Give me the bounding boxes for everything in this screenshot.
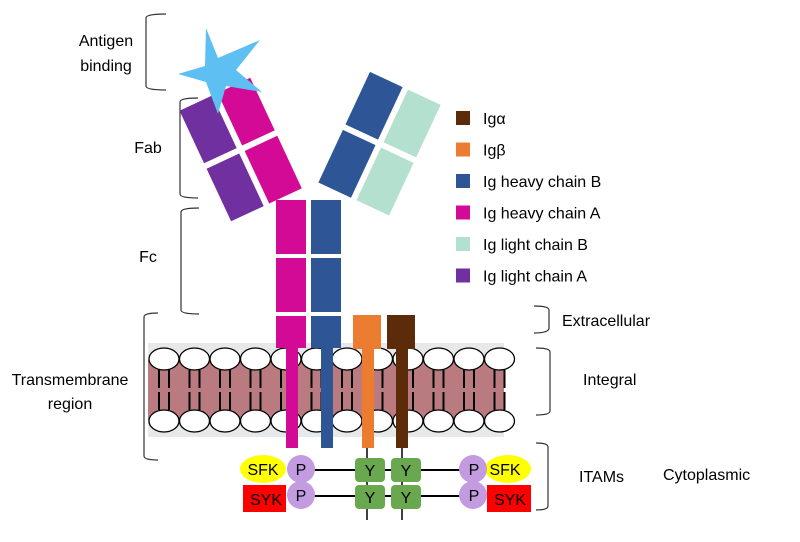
lipid-head-bottom bbox=[239, 409, 272, 433]
legend-swatch bbox=[456, 111, 470, 125]
label-antigen-line1: Antigen bbox=[79, 33, 133, 50]
itam-y-label: Y bbox=[401, 463, 412, 480]
phospho-label: P bbox=[296, 488, 307, 505]
itam-y-label: Y bbox=[365, 490, 376, 507]
lipid-head-top bbox=[453, 347, 485, 371]
lipid-head-bottom bbox=[422, 409, 455, 433]
bracket-fc bbox=[180, 207, 200, 315]
light-chain-a-constant bbox=[206, 153, 264, 222]
heavy-chain-b-variable bbox=[345, 71, 403, 140]
ig-beta-extracellular bbox=[353, 315, 381, 349]
phospho-right-top bbox=[459, 455, 487, 483]
legend-label: Ig heavy chain A bbox=[483, 206, 601, 223]
label-fc: Fc bbox=[139, 249, 157, 266]
sfk-right bbox=[485, 455, 531, 483]
phospho-label: P bbox=[469, 462, 480, 479]
bracket-extracellular bbox=[533, 305, 550, 334]
lipid-head-bottom bbox=[331, 409, 363, 433]
sfk-right-label: SFK bbox=[489, 462, 520, 479]
fab-arm-b bbox=[318, 71, 441, 216]
bracket-transmembrane bbox=[143, 312, 159, 461]
label-transmembrane-line2: region bbox=[48, 396, 92, 413]
lipid-head-top bbox=[331, 347, 363, 371]
label-integral: Integral bbox=[583, 372, 636, 389]
lipid-head-bottom bbox=[209, 409, 241, 433]
heavy-chain-a-variable bbox=[217, 77, 275, 146]
itam-y-label: Y bbox=[365, 463, 376, 480]
itam-y-alpha-top bbox=[391, 458, 421, 482]
phospho-left-top bbox=[287, 455, 315, 483]
heavy-chain-a-transmembrane bbox=[286, 346, 298, 448]
lipid-head-top bbox=[148, 347, 180, 371]
lipid-head-bottom bbox=[148, 409, 180, 433]
label-fab: Fab bbox=[134, 140, 162, 157]
lipid-head-top bbox=[209, 347, 241, 371]
lipid-head-top bbox=[483, 347, 516, 371]
lipid-head-top bbox=[239, 347, 272, 371]
phospho-label: P bbox=[469, 488, 480, 505]
itam-signaling: Y Y Y Y SFK SYK P P SFK SYK P P bbox=[240, 448, 531, 520]
phospho-right-bottom bbox=[459, 481, 487, 509]
sfk-left bbox=[240, 455, 286, 483]
legend-label: Igβ bbox=[483, 143, 506, 160]
heavy-chain-b-fc-2 bbox=[311, 258, 341, 312]
bracket-antigen-binding bbox=[145, 13, 167, 91]
syk-right bbox=[487, 485, 531, 512]
ig-alpha-extracellular bbox=[387, 315, 415, 349]
bracket-fab bbox=[179, 97, 199, 199]
legend-label: Igα bbox=[483, 111, 506, 128]
label-transmembrane-line1: Transmembrane bbox=[12, 372, 129, 389]
heavy-chain-a-extracellular bbox=[276, 316, 306, 348]
heavy-chain-b-extracellular bbox=[311, 316, 341, 348]
phospho-label: P bbox=[296, 462, 307, 479]
itam-y-alpha-bottom bbox=[391, 485, 421, 509]
heavy-chain-a-fc-1 bbox=[276, 200, 306, 254]
legend-swatch bbox=[456, 268, 470, 283]
label-itams: ITAMs bbox=[579, 469, 624, 486]
heavy-chain-b-constant bbox=[318, 129, 376, 198]
legend-swatch bbox=[456, 174, 470, 188]
light-chain-b-constant bbox=[356, 147, 414, 216]
lipid-head-bottom bbox=[453, 409, 485, 433]
lipid-head-top bbox=[422, 347, 455, 371]
heavy-chain-b-transmembrane bbox=[321, 346, 333, 448]
fab-arm-a bbox=[179, 77, 302, 222]
legend-label: Ig light chain A bbox=[483, 269, 587, 286]
lipid-head-bottom bbox=[178, 409, 211, 433]
ig-beta-transmembrane bbox=[362, 346, 374, 448]
fc-region bbox=[276, 200, 341, 348]
label-cytoplasmic: Cytoplasmic bbox=[663, 467, 750, 484]
legend-label: Ig light chain B bbox=[483, 237, 588, 254]
label-extracellular: Extracellular bbox=[562, 313, 651, 330]
syk-left bbox=[243, 485, 286, 512]
label-antigen-line2: binding bbox=[80, 58, 132, 75]
itam-y-label: Y bbox=[401, 490, 412, 507]
ig-alpha-transmembrane bbox=[396, 346, 408, 448]
heavy-chain-a-fc-2 bbox=[276, 258, 306, 312]
lipid-head-bottom bbox=[483, 409, 516, 433]
light-chain-a-variable bbox=[179, 95, 237, 164]
itam-y-beta-bottom bbox=[355, 485, 385, 509]
syk-right-label: SYK bbox=[494, 492, 526, 509]
syk-left-label: SYK bbox=[250, 492, 282, 509]
antigen-star-icon bbox=[178, 28, 262, 114]
heavy-chain-a-constant bbox=[244, 135, 302, 204]
phospho-left-bottom bbox=[287, 481, 315, 509]
legend-label: Ig heavy chain B bbox=[483, 174, 601, 191]
heavy-chain-b-fc-1 bbox=[311, 200, 341, 254]
legend-swatch bbox=[456, 205, 470, 220]
bracket-integral bbox=[535, 347, 551, 416]
light-chain-b-variable bbox=[383, 89, 441, 158]
sfk-left-label: SFK bbox=[247, 462, 278, 479]
itam-y-beta-top bbox=[355, 458, 385, 482]
bracket-itams bbox=[535, 442, 549, 511]
legend-swatch bbox=[456, 142, 470, 157]
lipid-head-top bbox=[178, 347, 211, 371]
legend-swatch bbox=[456, 237, 470, 251]
